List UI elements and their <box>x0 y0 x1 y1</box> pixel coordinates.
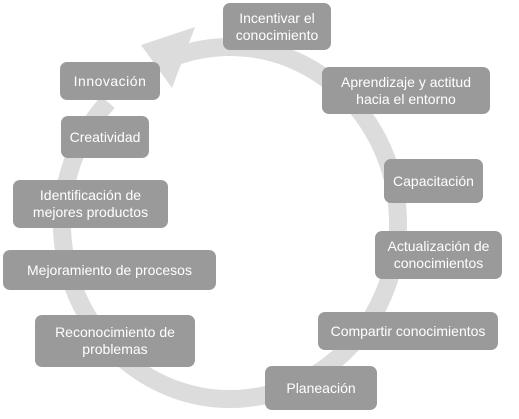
node-label-line: Incentivar el <box>239 9 315 26</box>
node-label-line: Reconocimiento de <box>55 324 175 340</box>
node-compartir-conocimientos: Compartir conocimientos <box>318 312 498 350</box>
node-label-line: Actualización de <box>387 238 490 254</box>
node-capacitacion: Capacitación <box>384 159 483 203</box>
node-label-line: Innovación <box>73 72 147 89</box>
cycle-arrowhead <box>141 27 195 88</box>
node-creatividad: Creatividad <box>61 116 149 158</box>
node-label-line: Creatividad <box>69 128 141 145</box>
node-mejoramiento-procesos: Mejoramiento de procesos <box>3 250 216 290</box>
node-label-line: Mejoramiento de procesos <box>27 261 192 278</box>
node-label-line: problemas <box>82 341 148 357</box>
node-planeacion: Planeación <box>265 366 377 410</box>
node-label-line: mejores productos <box>32 204 149 220</box>
node-label-line: Capacitación <box>393 172 474 189</box>
node-innovacion: Innovación <box>60 62 160 100</box>
node-label-line: Planeación <box>286 379 356 396</box>
node-label-line: Aprendizaje y actitud <box>341 73 471 90</box>
node-label-line: conocimientos <box>393 255 484 271</box>
node-label-line: conocimiento <box>235 26 319 43</box>
node-label-line: Compartir conocimientos <box>330 322 486 339</box>
node-label-line: Identificación de <box>39 187 142 203</box>
node-label-line: hacia el entorno <box>356 90 456 107</box>
